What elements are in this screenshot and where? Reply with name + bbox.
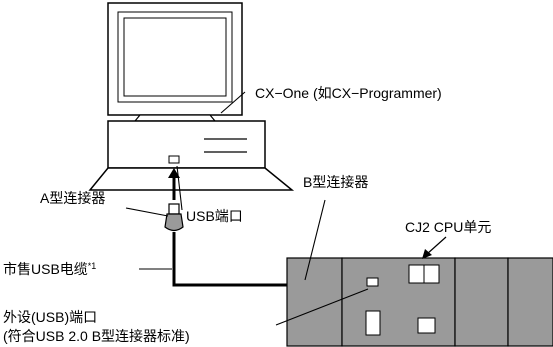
usb-cable-label: 市售USB电缆*1 [3,261,96,277]
peripheral-port-label: 外设(USB)端口 [3,309,97,325]
usb-cable-text: 市售USB电缆 [3,261,88,277]
connector-b-label: B型连接器 [303,174,368,190]
peripheral-port-standard: (符合USB 2.0 B型连接器标准) [3,328,190,344]
pc-monitor [107,2,243,122]
cpu-unit-label: CJ2 CPU单元 [405,219,491,235]
cpu-unit-pointer [422,236,447,259]
usb-port-label: USB端口 [186,208,243,224]
pc-base-unit [88,120,295,191]
usb-cable-footnote: *1 [88,261,97,271]
connector-a-label: A型连接器 [40,190,105,206]
usb-port-socket [168,155,180,164]
software-label: CX−One (如CX−Programmer) [255,85,442,101]
leader-lines [125,91,369,326]
plc-rack [286,257,553,347]
connector-a-body [164,213,184,232]
connector-a-plug [168,203,180,215]
peripheral-usb-port [366,277,379,287]
